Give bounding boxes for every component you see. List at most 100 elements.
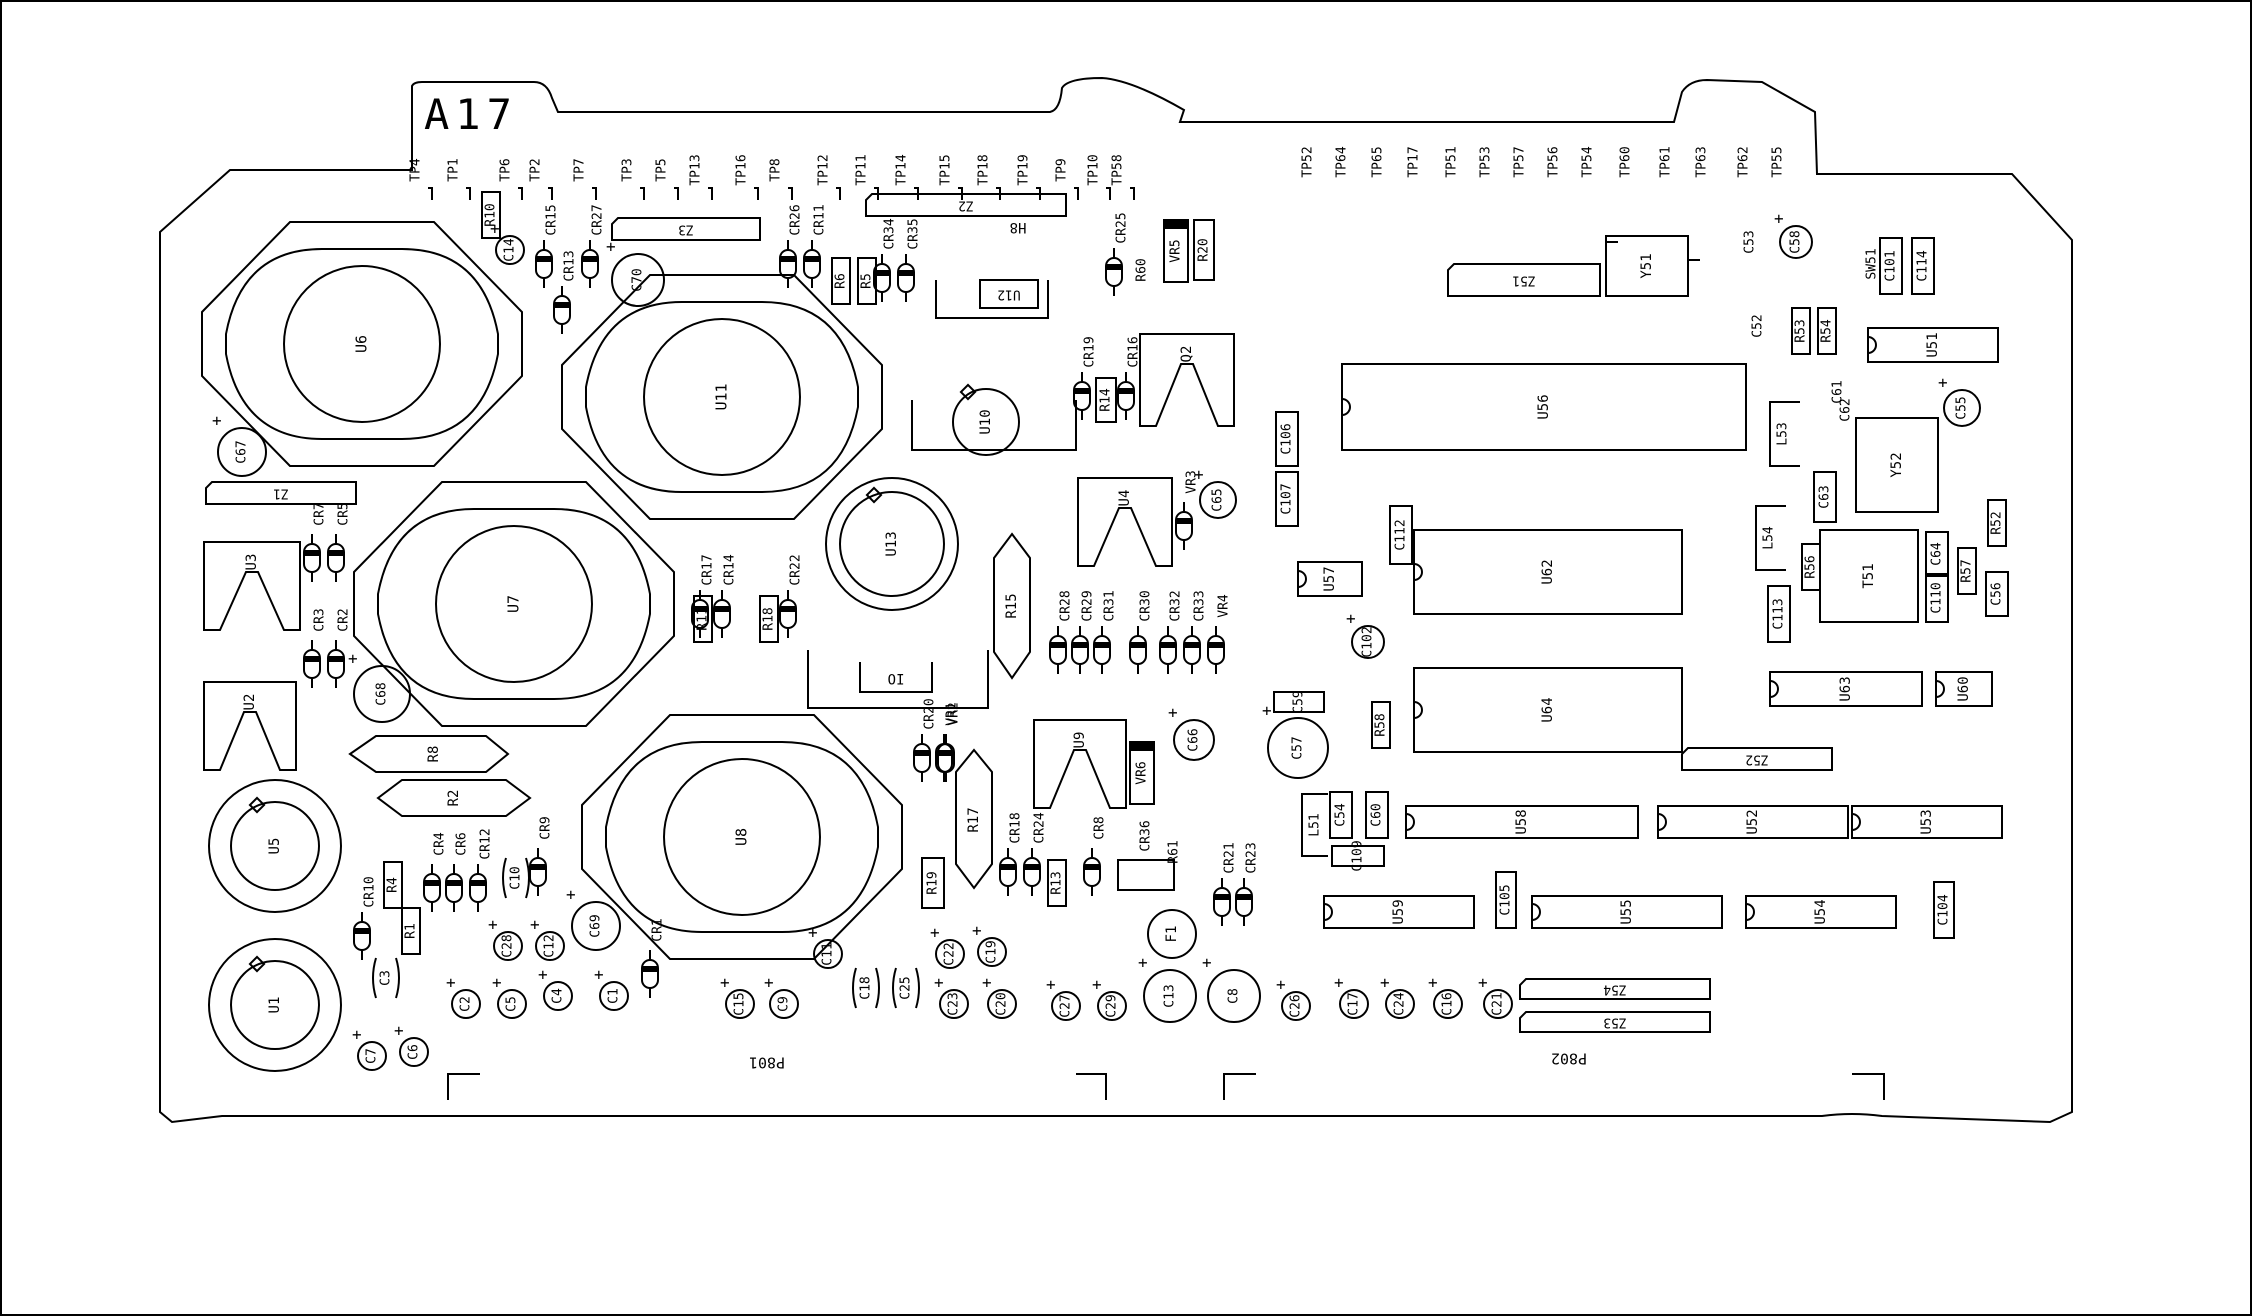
rect-capacitor-c106: C106: [1275, 411, 1299, 467]
capacitor-c15: +C15: [720, 973, 755, 1019]
capacitor-c57: +C57: [1262, 701, 1329, 779]
capacitor-c18: C18: [852, 967, 880, 1009]
component-label: Z3: [678, 222, 694, 237]
capacitor-c23: +C23: [934, 973, 969, 1019]
connector-bracket: [1852, 1073, 1885, 1100]
component-label: U10: [978, 409, 994, 434]
plus-mark: +: [1380, 973, 1390, 992]
component-label: CR3: [313, 608, 328, 631]
plus-mark: +: [538, 965, 548, 984]
connector-bracket: [447, 1073, 480, 1100]
capacitor-c58: +C58: [1774, 209, 1813, 259]
component-label: U60: [1956, 676, 1972, 701]
component-label: U1: [267, 997, 283, 1014]
capacitor-c20: +C20: [982, 973, 1017, 1019]
transistor-q2: Q2: [1139, 333, 1235, 427]
component-label: R57: [1960, 559, 1975, 582]
plus-mark: +: [1938, 373, 1948, 392]
ic-y51: Y51: [1605, 235, 1689, 297]
component-label: VR1: [945, 702, 960, 725]
part-z3: Z3: [611, 217, 761, 241]
component-label: R58: [1374, 713, 1389, 736]
component-label: TP64: [1335, 146, 1350, 177]
component-label: C7: [365, 1048, 380, 1064]
component-label: CR18: [1009, 812, 1024, 843]
ic-u59: U59: [1323, 895, 1475, 929]
component-label: C9: [777, 996, 792, 1012]
part-h8: H8: [911, 219, 1077, 451]
resistor-r60: R60: [1135, 258, 1150, 281]
component-label: TP12: [817, 154, 832, 185]
component-label: C28: [501, 934, 516, 957]
diode-cr21: CR21: [1213, 842, 1238, 926]
component-label: C59: [1292, 690, 1307, 713]
diode-cr3: CR3: [303, 608, 328, 688]
component-label: TP5: [655, 158, 670, 181]
plus-mark: +: [1346, 609, 1356, 628]
component-label: C66: [1187, 728, 1202, 751]
component-label: C69: [589, 914, 604, 937]
transistor-u3: U3: [203, 541, 301, 631]
regulator-u11: U11: [561, 274, 883, 520]
component-label: C14: [503, 238, 518, 262]
component-label: L54: [1762, 526, 1777, 550]
diode-cr9: CR9: [529, 816, 554, 896]
component-label: TP16: [735, 154, 750, 185]
component-label: CR2: [337, 608, 352, 631]
component-label: C54: [1334, 803, 1349, 827]
capacitors: +C14+C70+C67+C68+C69+C65+C66+C57+C102+C5…: [212, 209, 1981, 1071]
resistor-r54: R54: [1817, 307, 1837, 355]
tp-tp9: TP9: [1055, 158, 1079, 200]
component-label: VR5: [1169, 239, 1184, 262]
capacitor-c21: +C21: [1478, 973, 1513, 1019]
component-label: U53: [1919, 809, 1935, 834]
component-label: R19: [926, 871, 941, 894]
plus-mark: +: [1092, 975, 1102, 994]
component-label: CR32: [1169, 590, 1184, 621]
tp-tp10: TP10: [1087, 154, 1111, 200]
regulator-u6: U6: [201, 221, 523, 467]
tp-tp1: TP1: [447, 158, 471, 200]
component-label: R8: [426, 746, 442, 763]
component-label: R61: [1167, 840, 1182, 863]
diode-cr20: CR20: [913, 698, 938, 782]
component-label: TP62: [1737, 146, 1752, 177]
component-label: R20: [1197, 238, 1212, 261]
tp-tp52: TP52: [1301, 146, 1316, 177]
component-label: CR30: [1139, 590, 1154, 621]
capacitor-c29: +C29: [1092, 975, 1127, 1021]
regulator-u8: U8: [581, 714, 903, 960]
component-label: H8: [1010, 219, 1027, 235]
rect-capacitor-c61: C61: [1831, 380, 1846, 403]
component-label: U54: [1813, 899, 1829, 924]
component-label: C112: [1394, 519, 1409, 550]
capacitor-c6: +C6: [394, 1021, 429, 1067]
component-label: P802: [1551, 1050, 1587, 1068]
connector-bracket: [1223, 1073, 1256, 1100]
tp-tp3: TP3: [621, 158, 645, 200]
component-label: CR33: [1193, 590, 1208, 621]
component-label: CR8: [1093, 816, 1108, 839]
plus-mark: +: [492, 973, 502, 992]
component-label: R4: [386, 877, 401, 893]
component-label: C107: [1280, 483, 1295, 514]
component-label: TP57: [1513, 146, 1528, 177]
component-label: CR9: [539, 816, 554, 839]
ic-u52: U52: [1657, 805, 1849, 839]
tp-tp16: TP16: [735, 154, 759, 200]
component-label: T51: [1861, 563, 1877, 588]
component-label: C56: [1990, 582, 2005, 605]
component-label: U13: [884, 531, 900, 556]
capacitor-c11: +C11: [808, 923, 843, 969]
diode-vr1: VR1: [935, 702, 960, 782]
component-label: C17: [1347, 992, 1362, 1015]
diode-cr34: CR34: [873, 218, 898, 302]
component-label: U55: [1619, 899, 1635, 924]
can-u13: U13: [825, 477, 959, 611]
connector-bracket: [1076, 1073, 1107, 1100]
component-label: SW51: [1865, 248, 1880, 279]
plus-mark: +: [764, 973, 774, 992]
